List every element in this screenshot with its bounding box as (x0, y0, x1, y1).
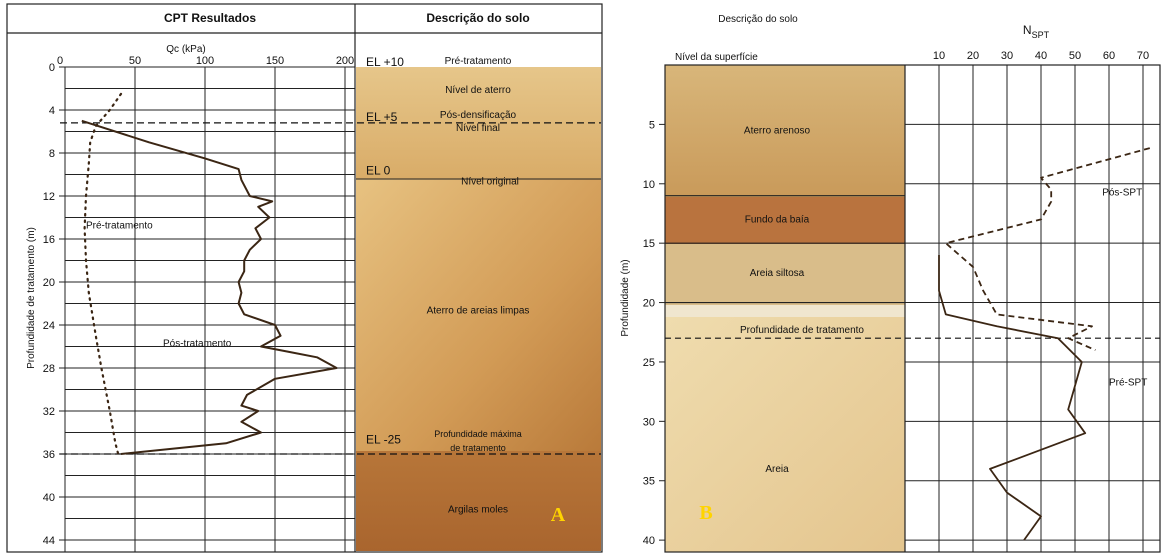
panel-b-x-axis-label: NSPT (1023, 23, 1050, 40)
layer-label: Areia (765, 464, 789, 475)
x-tick-label: 20 (967, 50, 979, 62)
panel-a-header-right: Descrição do solo (426, 11, 529, 25)
soil-silty-sand-layer (665, 244, 905, 305)
y-tick-label: 25 (643, 357, 655, 369)
soil-soft-clay-layer (356, 451, 601, 551)
series-annotation: Pré-SPT (1109, 378, 1147, 389)
soil-description-label: Nível final (456, 123, 500, 134)
soil-description-label: Pré-tratamento (445, 56, 512, 67)
panel-a-reference-lines (60, 122, 601, 455)
x-tick-label: 0 (57, 55, 63, 67)
series-annotation: Pós-tratamento (163, 339, 232, 350)
panel-b-ticks: 5 10 15 20 25 30 35 40 10 20 30 40 50 60 70 (643, 50, 1149, 547)
soil-clean-sand-layer (356, 179, 601, 451)
soil-description-label: de tratamento (450, 443, 506, 453)
y-tick-label: 30 (643, 416, 655, 428)
panel-a-series (81, 92, 338, 456)
y-tick-label: 40 (643, 535, 655, 547)
layer-label: Areia siltosa (750, 268, 805, 279)
y-tick-label: 4 (49, 105, 55, 117)
y-tick-label: 36 (43, 449, 55, 461)
x-tick-label: 150 (266, 55, 284, 67)
soil-description-label: Aterro de areias limpas (427, 306, 530, 317)
y-tick-label: 16 (43, 234, 55, 246)
soil-bay-bottom-layer (665, 197, 905, 244)
x-tick-label: 50 (1069, 50, 1081, 62)
panel-b-grid (665, 65, 1160, 552)
soil-description-label: Profundidade máxima (434, 429, 522, 439)
panel-b-header-left: Descrição do solo (718, 14, 798, 25)
soil-description-label: Argilas moles (448, 504, 508, 515)
y-tick-label: 15 (643, 238, 655, 250)
x-tick-label: 10 (933, 50, 945, 62)
panel-a-cpt-chart: CPT Resultados Descrição do solo 0 50 100 1… (6, 3, 603, 553)
series-line-pre-spt (938, 255, 1087, 541)
y-tick-label: 28 (43, 363, 55, 375)
y-tick-label: 44 (43, 535, 55, 547)
y-tick-label: 32 (43, 406, 55, 418)
panel-b-x-axis-label-sub: SPT (1032, 30, 1050, 40)
layer-label: Aterro arenoso (744, 125, 811, 136)
soil-sandy-fill-layer (665, 65, 905, 197)
y-tick-label: 0 (49, 62, 55, 74)
soil-description-label: Nível de aterro (445, 85, 511, 96)
soil-description-label: Pós-densificação (440, 110, 517, 121)
panel-a-y-axis-label: Profundidade de tratamento (m) (26, 227, 37, 369)
x-tick-label: 60 (1103, 50, 1115, 62)
series-annotation: Pré-tratamento (86, 220, 153, 231)
y-tick-label: 5 (649, 119, 655, 131)
x-tick-label: 70 (1137, 50, 1149, 62)
panel-a-grid (64, 66, 355, 552)
soil-sand-layer (665, 317, 905, 552)
y-tick-label: 8 (49, 148, 55, 160)
panel-b-x-axis-label-main: N (1023, 23, 1032, 37)
reference-line-label: Profundidade de tratamento (740, 325, 864, 336)
panel-b-y-axis-label: Profundidade (m) (620, 259, 631, 336)
panel-a-ticks: 0 50 100 150 200 0 4 8 12 16 20 24 28 32 36 40 44 (43, 55, 354, 547)
layer-label: Fundo da baía (745, 214, 810, 225)
panel-b-reference-lines: Profundidade de tratamento (665, 325, 1160, 339)
elevation-label: EL +5 (366, 110, 398, 124)
panel-b-spt-chart: Profundidade de tratamento 5 10 15 20 25 30 35… (620, 14, 1161, 553)
y-tick-label: 24 (43, 320, 55, 332)
panel-a-header-left: CPT Resultados (164, 11, 256, 25)
panel-a-elevations: EL +10 EL +5 EL 0 EL -25 (366, 55, 404, 446)
y-tick-label: 12 (43, 191, 55, 203)
x-tick-label: 50 (129, 55, 141, 67)
x-tick-label: 200 (336, 55, 354, 67)
y-tick-label: 20 (43, 277, 55, 289)
y-tick-label: 35 (643, 476, 655, 488)
y-tick-label: 10 (643, 179, 655, 191)
y-tick-label: 40 (43, 492, 55, 504)
elevation-label: EL +10 (366, 55, 404, 69)
series-annotation: Pós-SPT (1102, 188, 1142, 199)
soil-description-label: Nível original (461, 177, 519, 188)
panel-b-series (938, 147, 1151, 541)
panel-b-surface-label: Nível da superfície (675, 52, 758, 63)
series-line-post-treatment (81, 119, 338, 455)
series-line-post-spt (944, 147, 1151, 351)
elevation-label: EL 0 (366, 164, 391, 178)
panel-a-x-axis-label: Qc (kPa) (166, 44, 205, 55)
x-tick-label: 40 (1035, 50, 1047, 62)
panel-a-letter: A (551, 504, 566, 526)
panel-b-letter: B (699, 502, 712, 524)
panel-b-annotations: Pós-SPT Pré-SPT (1102, 188, 1147, 389)
elevation-label: EL -25 (366, 432, 401, 446)
y-tick-label: 20 (643, 298, 655, 310)
panel-b-border (664, 64, 1161, 553)
x-tick-label: 30 (1001, 50, 1013, 62)
x-tick-label: 100 (196, 55, 214, 67)
